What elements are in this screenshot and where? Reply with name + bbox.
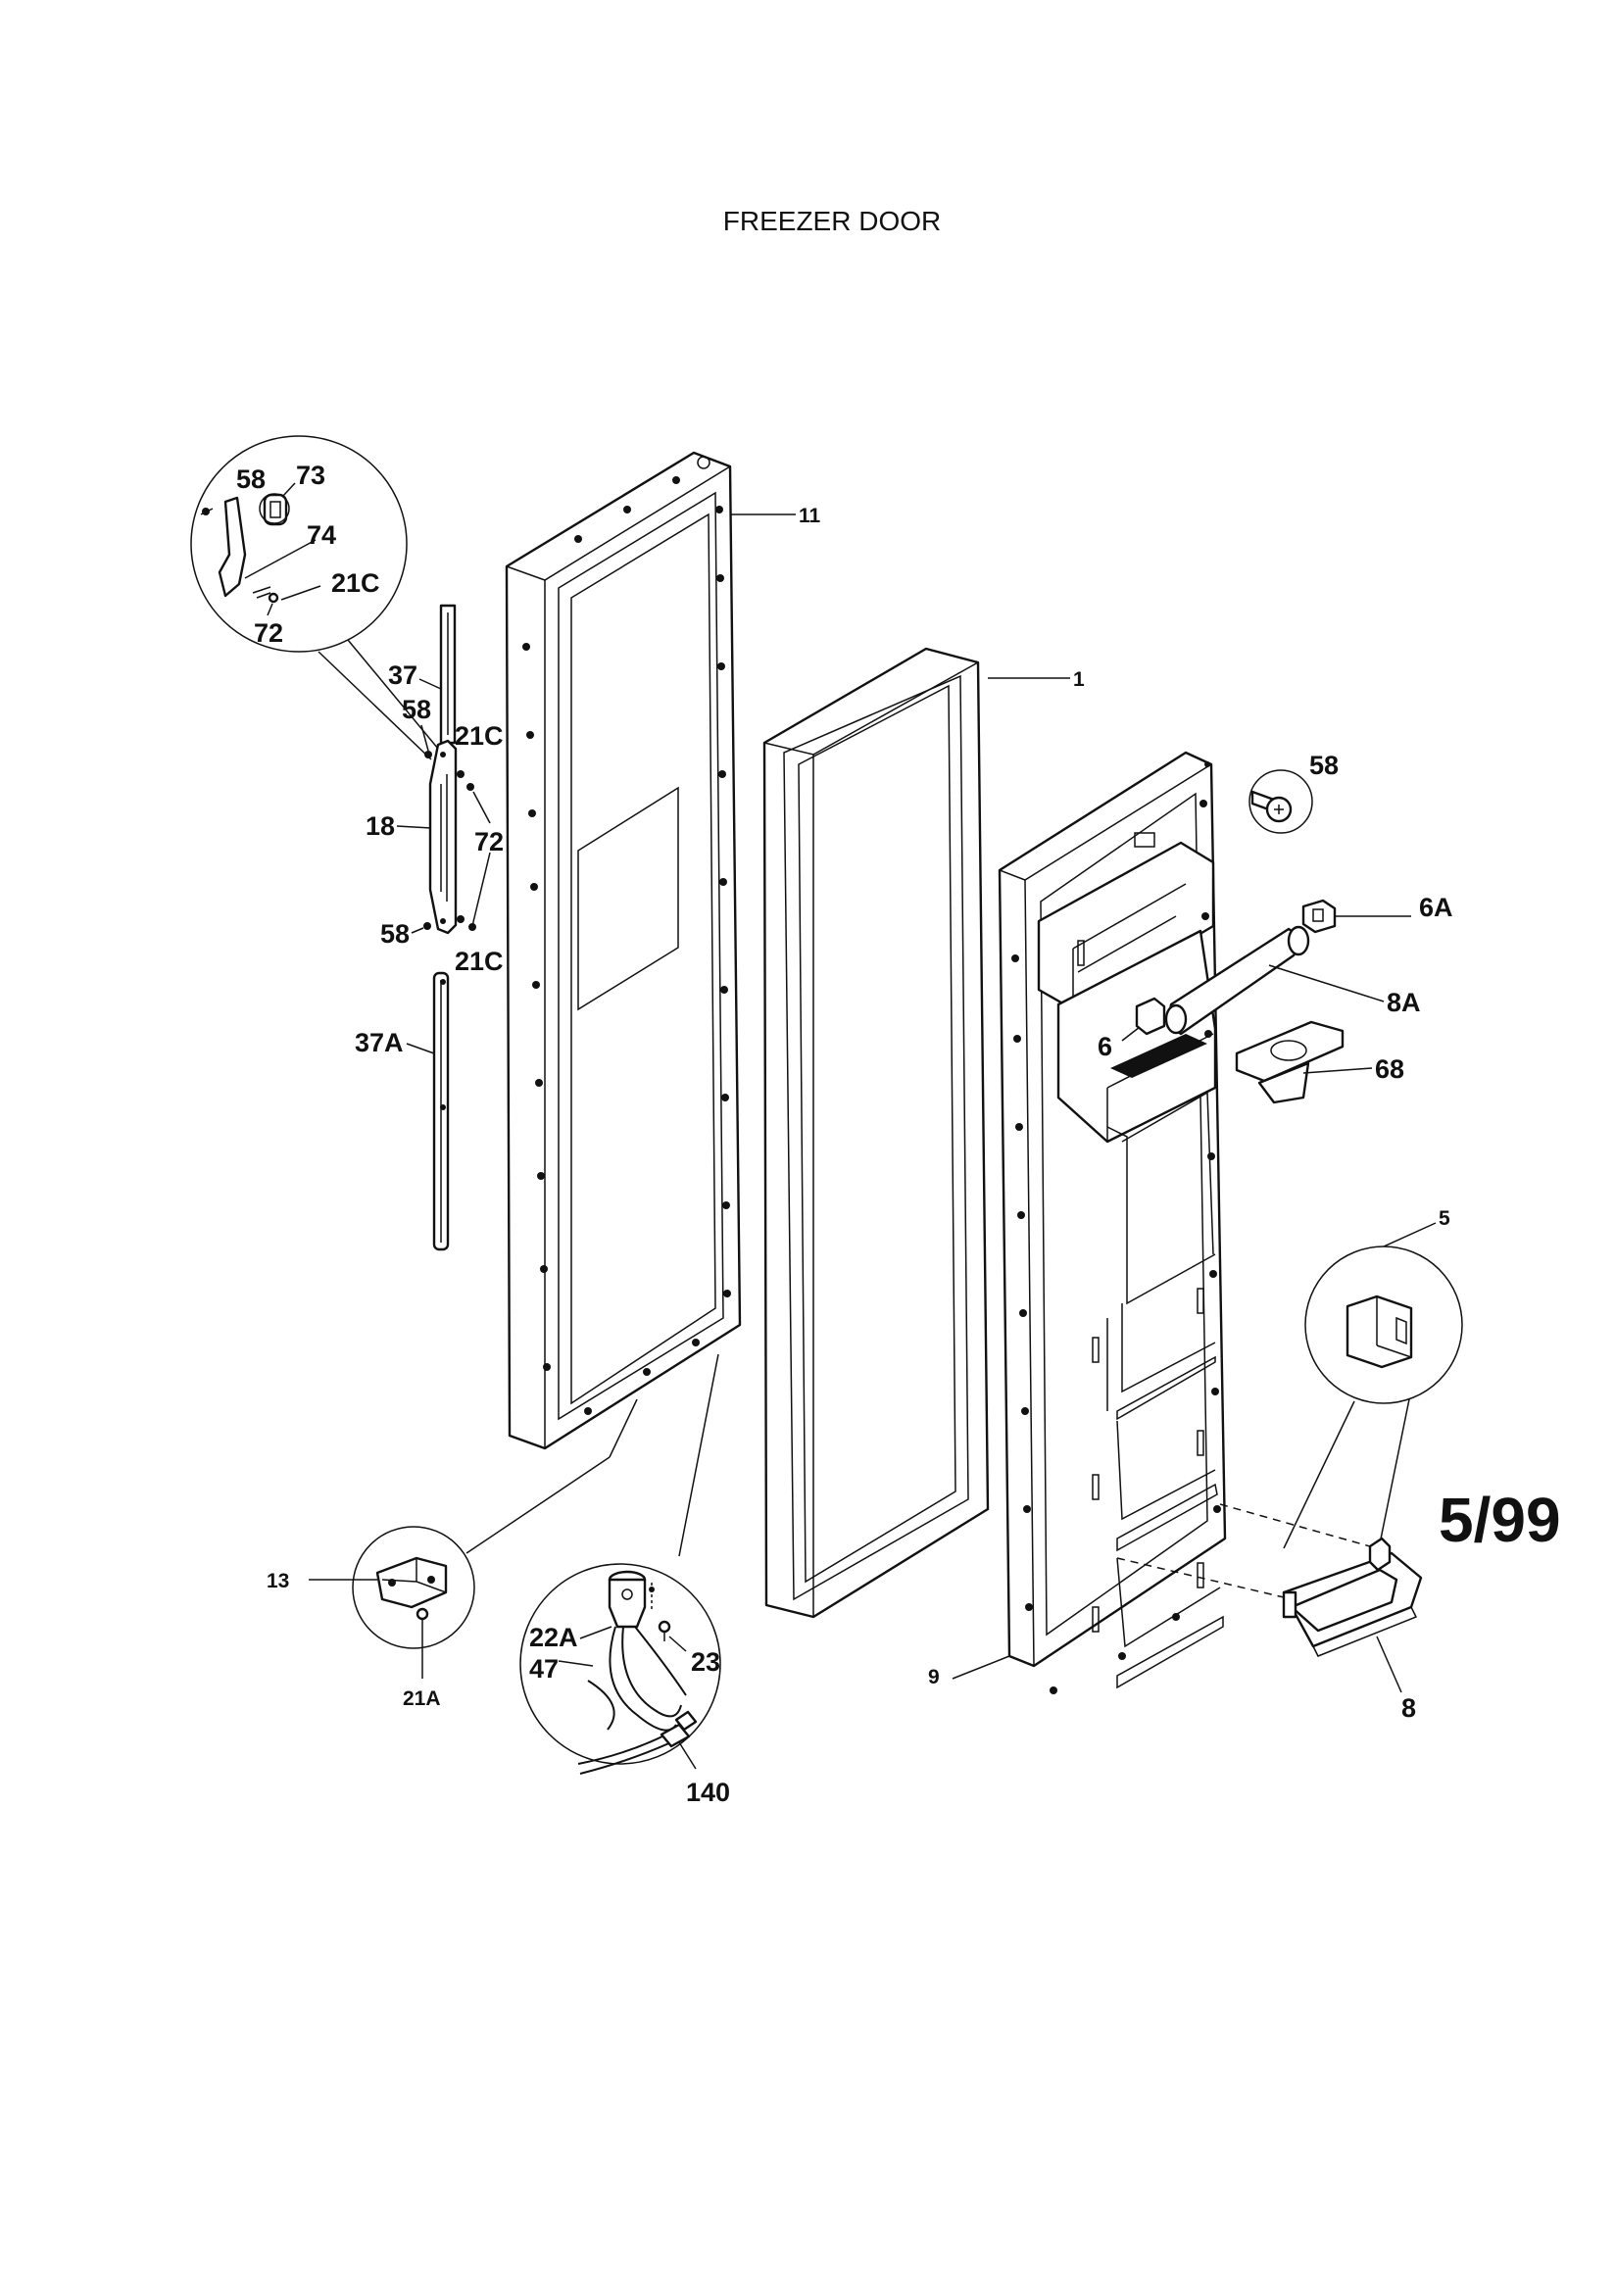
shelf-bracket-8: 8 xyxy=(1116,1503,1423,1723)
callout-21c-bottom: 21C xyxy=(455,947,504,976)
hinge-detail-circle: 58 73 74 21C 72 xyxy=(190,435,408,653)
callout-21a: 21A xyxy=(403,1687,441,1710)
dispenser-paddle-68: 68 xyxy=(1235,1020,1404,1104)
callout-74: 74 xyxy=(307,520,336,550)
actuator-8a: 8A xyxy=(1164,925,1421,1036)
callout-21c-top: 21C xyxy=(455,721,504,751)
callout-22a: 22A xyxy=(529,1623,578,1652)
callout-8a: 8A xyxy=(1387,988,1421,1017)
callout-37: 37 xyxy=(388,660,417,690)
outer-door-panel: 11 xyxy=(505,451,821,1450)
callout-6: 6 xyxy=(1098,1032,1112,1061)
handle-assembly: 37 18 58 21C 72 58 21C 37A xyxy=(355,604,504,1251)
callout-13: 13 xyxy=(267,1570,289,1592)
hinge-bracket-detail: 13 21A xyxy=(267,1526,475,1710)
callout-72: 72 xyxy=(254,618,283,648)
clip-6a: 6A xyxy=(1301,893,1453,934)
callout-58-screw: 58 xyxy=(1309,751,1339,780)
diagram-title: FREEZER DOOR xyxy=(723,206,941,236)
callout-11: 11 xyxy=(799,505,821,527)
callout-73: 73 xyxy=(296,461,325,490)
callout-58-bottom: 58 xyxy=(380,919,410,949)
callout-5: 5 xyxy=(1439,1207,1450,1230)
callout-58: 58 xyxy=(236,464,266,494)
bracket-detail-circle: 5 xyxy=(1283,1207,1463,1559)
callout-9: 9 xyxy=(928,1666,940,1688)
callout-72-side: 72 xyxy=(474,827,504,856)
callout-58-top: 58 xyxy=(402,695,431,724)
callout-47: 47 xyxy=(529,1654,559,1684)
callout-68: 68 xyxy=(1375,1054,1404,1084)
callout-8: 8 xyxy=(1401,1693,1416,1723)
screw-detail-58: 58 xyxy=(1248,751,1339,834)
callout-21c: 21C xyxy=(331,568,380,598)
callout-37a: 37A xyxy=(355,1028,404,1057)
light-switch-detail: 23 22A 47 140 xyxy=(519,1563,730,1807)
door-gasket: 1 xyxy=(762,647,1085,1619)
callout-18: 18 xyxy=(366,811,395,841)
callout-23: 23 xyxy=(691,1647,720,1677)
callout-6a: 6A xyxy=(1419,893,1453,922)
callout-1: 1 xyxy=(1073,668,1085,691)
date-code: 5/99 xyxy=(1439,1485,1561,1555)
inner-door-liner: 9 xyxy=(928,751,1227,1694)
callout-140: 140 xyxy=(686,1778,730,1807)
part-6: 6 xyxy=(1098,997,1166,1061)
